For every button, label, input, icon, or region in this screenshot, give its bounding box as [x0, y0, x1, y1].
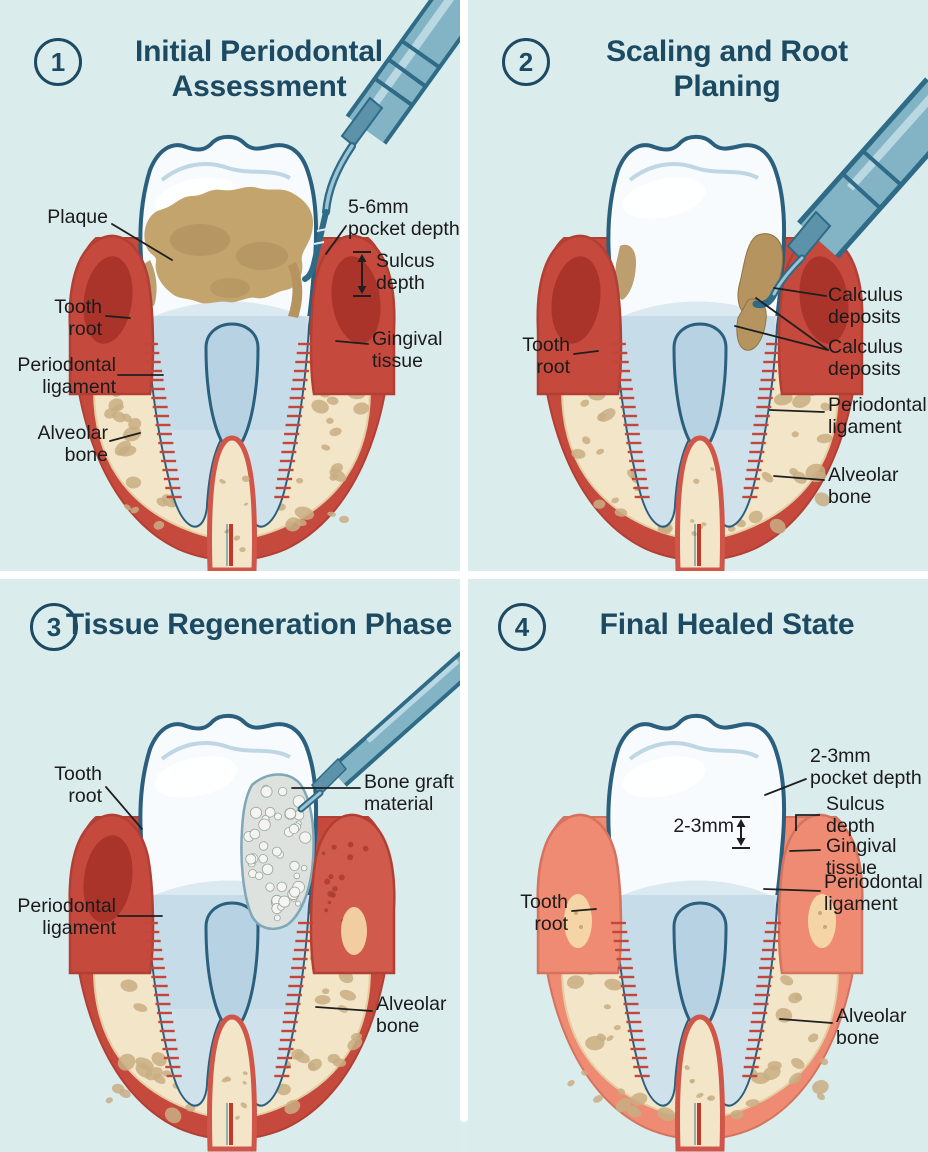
panel-title: Final Healed State — [599, 608, 855, 641]
label-tooth-root: Tooth root — [54, 296, 102, 341]
step-number-badge: 2 — [502, 38, 550, 86]
label-tooth-root: Tooth root — [522, 334, 570, 379]
interradicular-bone-ridge — [675, 435, 725, 571]
pulp-chamber — [204, 901, 260, 1028]
panel-initial-assessment: 1 Initial Periodontal Assessment Plaque … — [0, 0, 460, 571]
step-number: 4 — [514, 611, 530, 642]
scaler-tool — [752, 77, 928, 309]
bone-graft-material-blob — [240, 773, 315, 930]
label-alveolar-bone: Alveolar bone — [828, 464, 899, 509]
crown-contour — [160, 741, 291, 761]
interradicular-bone-ridge — [207, 1014, 257, 1152]
panel-2-illustration — [468, 0, 928, 571]
interradicular-bone-ridge — [207, 435, 257, 571]
step-number: 1 — [50, 46, 66, 77]
periodontal-ligament-fibers — [142, 921, 314, 1078]
periodontal-ligament-fibers — [142, 342, 314, 499]
panel-scaling-root-planing: 2 Scaling and Root Planing Tooth root Ca… — [468, 0, 928, 571]
label-measurement-2-3mm: 2-3mm — [673, 815, 734, 837]
regenerating-tissue-speckles — [321, 841, 369, 955]
bone-trabeculae — [104, 378, 370, 532]
label-periodontal-ligament: Periodontal ligament — [17, 895, 116, 940]
label-pocket-depth: 5-6mm pocket depth — [348, 196, 460, 241]
label-calculus-deposits-1: Calculus deposits — [828, 284, 903, 329]
panel-4-illustration — [468, 579, 928, 1152]
panel-1-illustration — [0, 0, 460, 571]
measurement-arrow — [732, 816, 750, 849]
enamel-highlight — [154, 756, 238, 798]
step-number: 2 — [518, 46, 534, 77]
measurement-arrow — [353, 251, 371, 297]
label-bone-graft-material: Bone graft material — [364, 771, 454, 816]
label-alveolar-bone: Alveolar bone — [37, 422, 108, 467]
periodontal-ligament-fibers — [610, 342, 782, 499]
horizontal-divider — [0, 571, 928, 579]
label-periodontal-ligament: Periodontal ligament — [17, 354, 116, 399]
label-gingival-tissue: Gingival tissue — [372, 328, 443, 373]
label-sulcus-depth: Sulcus depth — [826, 793, 885, 838]
periodontal-ligament-fibers — [610, 921, 782, 1078]
graft-applicator-tool — [297, 651, 460, 813]
label-sulcus-depth: Sulcus depth — [376, 250, 435, 295]
plaque-deposit — [144, 186, 314, 318]
periodontal-probe-tool — [302, 0, 460, 282]
enamel-highlight — [622, 756, 706, 798]
panel-final-healed: 4 Final Healed State 2-3mm pocket depth … — [468, 579, 928, 1152]
step-number-badge: 1 — [34, 38, 82, 86]
pulp-chamber — [672, 901, 728, 1028]
panel-3-illustration — [0, 579, 460, 1152]
pulp-chamber — [672, 322, 728, 449]
pulp-chamber — [204, 322, 260, 449]
label-tooth-root: Tooth root — [520, 891, 568, 936]
panel-title: Initial Periodontal Assessment — [135, 35, 383, 104]
panel-title: Scaling and Root Planing — [606, 35, 848, 104]
gingiva-right — [777, 813, 864, 975]
label-alveolar-bone: Alveolar bone — [376, 993, 447, 1038]
interradicular-bone-ridge — [675, 1014, 725, 1152]
step-number-badge: 3 — [30, 603, 78, 651]
label-calculus-deposits-2: Calculus deposits — [828, 336, 903, 381]
vertical-divider — [460, 0, 468, 1122]
pointer-lines — [571, 778, 833, 1024]
label-alveolar-bone: Alveolar bone — [836, 1005, 907, 1050]
label-pocket-depth: 2-3mm pocket depth — [810, 745, 922, 790]
crown-contour — [160, 162, 291, 182]
panel-title: Tissue Regeneration Phase — [65, 608, 453, 641]
label-gingival-tissue: Gingival tissue — [826, 835, 897, 880]
step-number: 3 — [46, 611, 62, 642]
pointer-lines — [573, 287, 829, 481]
gingiva-right — [309, 813, 396, 975]
panel-tissue-regeneration: 3 Tissue Regeneration Phase Tooth root B… — [0, 579, 460, 1152]
label-plaque: Plaque — [47, 206, 108, 228]
step-number-badge: 4 — [498, 603, 546, 651]
label-tooth-root: Tooth root — [54, 763, 102, 808]
pointer-lines — [105, 786, 373, 1012]
crown-contour — [628, 162, 759, 182]
label-periodontal-ligament: Periodontal ligament — [824, 871, 923, 916]
enamel-highlight — [622, 177, 706, 219]
label-periodontal-ligament: Periodontal ligament — [828, 394, 927, 439]
crown-contour — [628, 741, 759, 761]
pointer-lines — [105, 223, 369, 442]
